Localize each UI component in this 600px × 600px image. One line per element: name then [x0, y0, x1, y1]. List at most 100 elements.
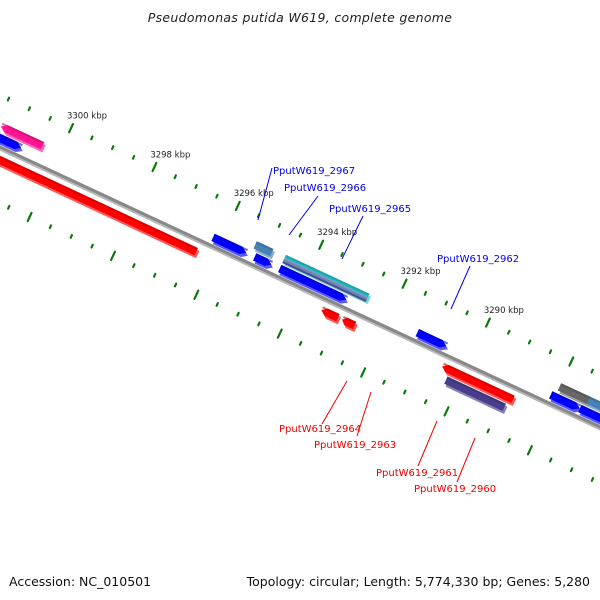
gene-body	[253, 241, 274, 257]
outer-minor-tick	[507, 329, 511, 335]
gene-body	[457, 370, 515, 403]
gene-edge	[255, 253, 274, 263]
gene-PputW619_2962[interactable]	[415, 329, 449, 351]
gene-g-steel-right[interactable]	[586, 396, 600, 423]
gene-edge	[443, 362, 461, 373]
gene-g-blue-mid[interactable]	[277, 264, 349, 304]
outer-major-tick	[401, 278, 408, 289]
gene-PputW619_2964[interactable]	[321, 306, 342, 325]
inner-major-tick	[193, 289, 200, 300]
map-title: Pseudomonas putida W619, complete genome	[147, 10, 453, 25]
genome-stats-text: Topology: circular; Length: 5,774,330 bp…	[246, 574, 590, 589]
inner-minor-tick	[69, 233, 74, 239]
gene-edge	[255, 241, 274, 251]
gene-g-blue-right2[interactable]	[578, 404, 600, 430]
gene-g-gray-right[interactable]	[557, 383, 592, 408]
inner-minor-tick	[257, 321, 261, 327]
inner-major-tick	[443, 406, 450, 417]
outer-minor-tick	[194, 184, 198, 189]
outer-minor-tick	[361, 261, 365, 267]
gene-edge	[280, 264, 349, 298]
gene-stripe	[283, 259, 368, 301]
outer-minor-tick	[298, 232, 303, 238]
outer-minor-tick	[6, 96, 11, 102]
backbone-line	[0, 145, 600, 429]
outer-major-tick	[68, 122, 75, 134]
gene-g-blue-left[interactable]	[0, 133, 23, 153]
kbp-label: 3300 kbp	[67, 111, 107, 121]
gene-edge	[589, 396, 600, 404]
gene-stripe	[283, 257, 369, 299]
inner-minor-tick	[132, 263, 136, 269]
inner-major-tick	[526, 445, 533, 456]
outer-major-tick	[151, 161, 158, 173]
gene-body	[211, 233, 247, 255]
inner-minor-tick	[507, 438, 511, 444]
gene-body	[415, 329, 447, 348]
gene-label-PputW619_2961[interactable]: PputW619_2961	[376, 468, 458, 479]
gene-edge	[418, 329, 449, 345]
leader-line	[450, 265, 471, 310]
gene-PputW619_2960[interactable]	[444, 376, 508, 415]
inner-minor-tick	[403, 389, 407, 395]
gene-features	[0, 122, 600, 430]
gene-label-PputW619_2967[interactable]: PputW619_2967	[273, 166, 355, 177]
backbone	[0, 145, 600, 431]
gene-g-magenta[interactable]	[0, 122, 46, 153]
gene-edge	[285, 254, 370, 296]
gene-label-PputW619_2960[interactable]: PputW619_2960	[414, 484, 496, 495]
gene-edge	[0, 133, 23, 147]
gene-body	[0, 125, 45, 150]
gene-g-red-2960b[interactable]	[457, 370, 517, 406]
gene-label-PputW619_2962[interactable]: PputW619_2962	[437, 254, 519, 265]
gene-edge	[0, 155, 198, 250]
outer-minor-tick	[590, 368, 594, 374]
outer-major-tick	[568, 356, 575, 367]
inner-minor-tick	[423, 399, 428, 405]
inner-major-tick	[276, 328, 283, 339]
gene-edge	[446, 376, 506, 406]
gene-g-blue-right1[interactable]	[548, 391, 582, 413]
gene-PputW619_2967[interactable]	[253, 241, 276, 260]
kbp-label: 3298 kbp	[150, 150, 190, 160]
outer-major-tick	[484, 317, 491, 328]
gene-g-blue-2968[interactable]	[211, 233, 249, 258]
backbone-shadow	[0, 145, 600, 431]
inner-minor-tick	[48, 224, 53, 230]
outer-minor-tick	[131, 154, 136, 160]
outer-minor-tick	[465, 310, 469, 316]
gene-PputW619_2963[interactable]	[342, 316, 358, 333]
gene-body	[321, 308, 340, 322]
leader-line	[321, 380, 348, 425]
gene-body	[578, 404, 600, 423]
kbp-label: 3294 kbp	[317, 228, 357, 238]
gene-edge	[213, 233, 249, 252]
inner-minor-tick	[590, 476, 595, 482]
gene-label-PputW619_2963[interactable]: PputW619_2963	[314, 440, 396, 451]
gene-label-PputW619_2966[interactable]: PputW619_2966	[284, 183, 366, 194]
leader-line	[356, 391, 372, 437]
inner-major-tick	[110, 250, 117, 262]
inner-major-tick	[360, 367, 367, 378]
gene-label-PputW619_2965[interactable]: PputW619_2965	[329, 204, 411, 215]
outer-minor-tick	[110, 145, 115, 151]
gene-edge	[1, 122, 45, 144]
outer-major-tick	[318, 239, 325, 250]
inner-minor-tick	[382, 379, 386, 385]
kbp-label: 3296 kbp	[234, 189, 274, 199]
gene-PputW619_2966[interactable]	[252, 253, 274, 269]
gene-edge	[551, 391, 582, 407]
leader-line	[456, 437, 476, 483]
outer-minor-tick	[423, 290, 428, 296]
inner-minor-tick	[319, 350, 324, 356]
gene-label-PputW619_2964[interactable]: PputW619_2964	[279, 424, 361, 435]
outer-minor-tick	[173, 174, 177, 180]
gene-edge	[342, 316, 357, 324]
gene-body	[548, 391, 580, 410]
outer-minor-tick	[548, 349, 553, 355]
gene-PputW619_2965[interactable]	[282, 254, 371, 305]
outer-minor-tick	[215, 193, 219, 199]
gene-body	[557, 383, 591, 405]
inner-minor-tick	[90, 243, 94, 249]
gene-g-red-long[interactable]	[0, 153, 200, 259]
